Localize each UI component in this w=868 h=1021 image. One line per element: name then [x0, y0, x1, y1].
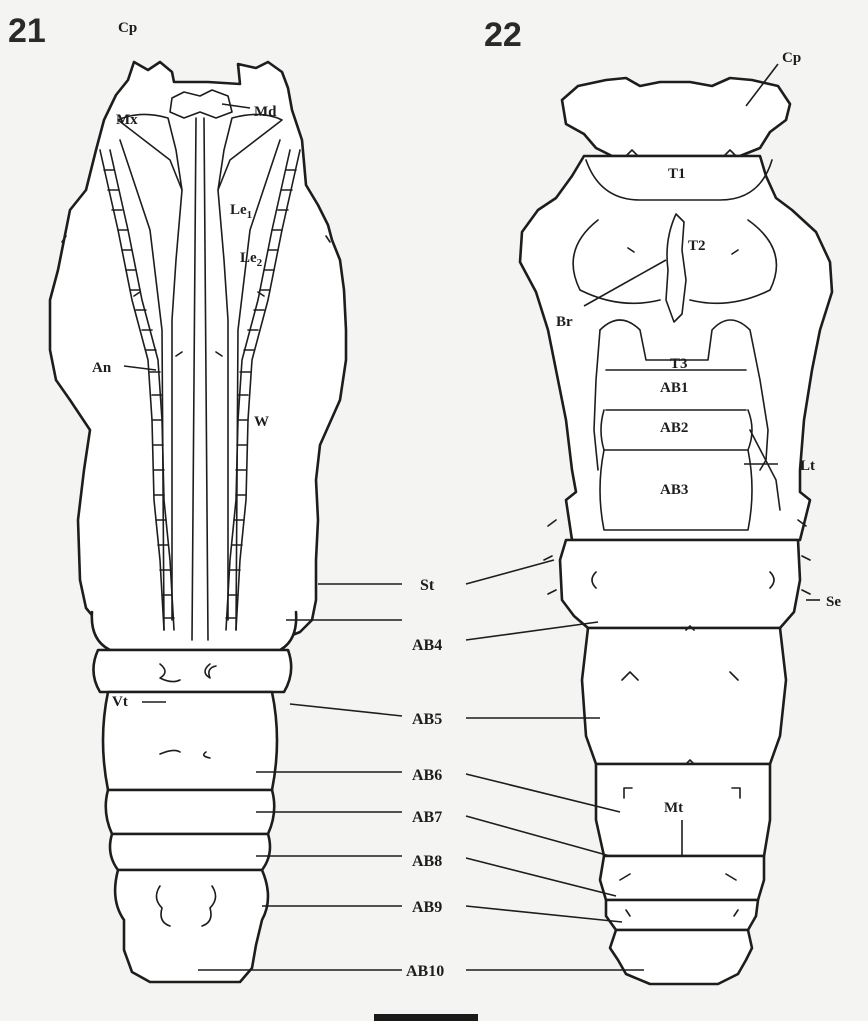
ventral-ab4 [92, 612, 296, 650]
label-ab8: AB8 [412, 853, 442, 870]
figure-21-number: 21 [8, 12, 46, 50]
label-ab7: AB7 [412, 809, 442, 826]
label-t2: T2 [688, 238, 706, 254]
leader-ab7-right [466, 816, 610, 856]
dorsal-ab9-ab10 [610, 930, 752, 984]
label-ab3: AB3 [660, 482, 688, 498]
label-ab9: AB9 [412, 899, 442, 916]
label-ab2: AB2 [660, 420, 688, 436]
label-cp-dorsal: Cp [782, 50, 801, 66]
pupa-dorsal-view [520, 78, 832, 984]
label-ab4: AB4 [412, 637, 442, 654]
label-ab5: AB5 [412, 711, 442, 728]
ventral-ab9-ab10 [115, 870, 268, 982]
leader-ab4-right [466, 622, 598, 640]
label-md: Md [254, 104, 277, 120]
dorsal-ab5 [582, 628, 786, 764]
leader-ab8-right [466, 858, 616, 896]
label-br: Br [556, 314, 573, 330]
figure-22-number: 22 [484, 16, 522, 54]
leader-ab5 [290, 704, 402, 716]
ventral-ab8 [110, 834, 270, 870]
ventral-ab7 [106, 790, 275, 834]
label-ab10: AB10 [406, 963, 444, 980]
label-w: W [254, 414, 269, 430]
ventral-ab5 [93, 650, 291, 692]
label-mx: Mx [116, 112, 138, 128]
leader-st-right [466, 560, 554, 584]
leader-ab9-right [466, 906, 622, 922]
label-lt: Lt [800, 458, 815, 474]
ventral-body-outline [50, 62, 346, 640]
pupa-ventral-view [50, 62, 346, 982]
label-st: St [420, 577, 435, 594]
label-t1: T1 [668, 166, 686, 182]
label-ab6: AB6 [412, 767, 442, 784]
label-mt: Mt [664, 800, 683, 816]
scale-bar [374, 1014, 478, 1021]
dorsal-ab4 [560, 540, 800, 628]
dorsal-head [562, 78, 790, 156]
label-cp-ventral: Cp [118, 20, 137, 36]
label-vt: Vt [112, 694, 128, 710]
ventral-ab6 [103, 692, 277, 790]
label-ab1: AB1 [660, 380, 688, 396]
label-se: Se [826, 594, 841, 610]
label-t3: T3 [670, 356, 688, 372]
label-an: An [92, 360, 112, 376]
